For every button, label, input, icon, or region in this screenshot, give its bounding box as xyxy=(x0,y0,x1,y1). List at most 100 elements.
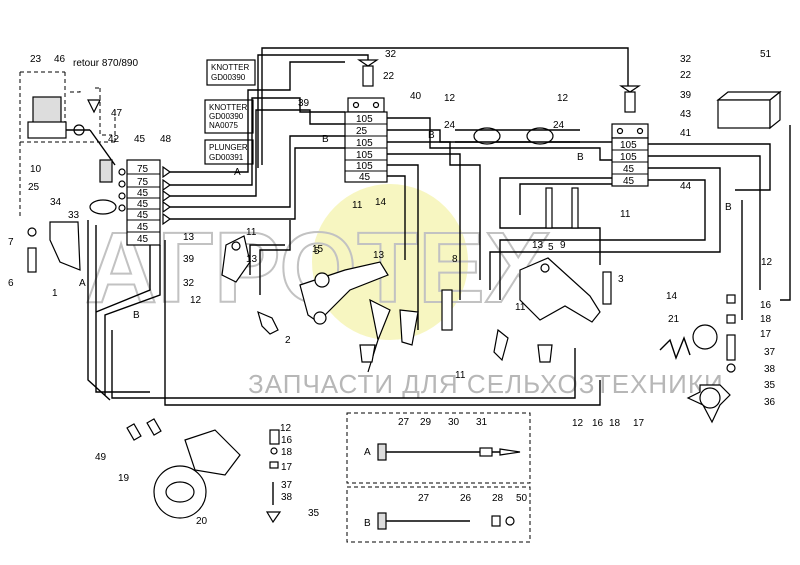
callout-50: 50 xyxy=(516,493,528,504)
knotter-arm-left xyxy=(299,261,389,323)
callout-14: 14 xyxy=(375,197,387,208)
callout-11-4: 11 xyxy=(620,209,631,220)
manifold-center-cell-2: 105 xyxy=(356,138,373,149)
callout-28: 28 xyxy=(492,493,504,504)
callout-16-3: 16 xyxy=(592,418,604,429)
callout-38-2: 38 xyxy=(764,364,776,375)
callout-14-2: 14 xyxy=(666,291,678,302)
callout-11-3: 11 xyxy=(515,302,526,313)
hose-box-a xyxy=(346,412,531,484)
tank-51 xyxy=(716,90,782,130)
bracket-1 xyxy=(49,221,81,271)
callout-18: 18 xyxy=(760,314,772,325)
callout-11: 11 xyxy=(352,200,363,211)
callout-24: 24 xyxy=(444,120,456,131)
watermark: АГРОТЕХ ЗАПЧАСТИ ДЛЯ СЕЛЬХОЗТЕХНИКИ xyxy=(84,184,724,399)
callout-12-5: 12 xyxy=(280,423,292,434)
callout-11-2: 11 xyxy=(246,227,257,238)
callout-32-2: 32 xyxy=(680,54,692,65)
manifold-center-cell-4: 105 xyxy=(356,161,373,172)
manifold-left-cell-0: 75 xyxy=(137,164,149,175)
manifold-right-cell-1: 105 xyxy=(620,152,637,163)
callout-12-6: 12 xyxy=(572,418,584,429)
callout-51: 51 xyxy=(760,49,772,60)
callout-42: 42 xyxy=(108,134,120,145)
callout-41: 41 xyxy=(680,128,692,139)
callout-34: 34 xyxy=(50,197,62,208)
letter-b-6: B xyxy=(364,518,371,529)
callout-18-2: 18 xyxy=(281,447,293,458)
box-plunger xyxy=(204,139,254,165)
left-upper-assembly xyxy=(19,71,117,218)
watermark-tagline: ЗАПЧАСТИ ДЛЯ СЕЛЬХОЗТЕХНИКИ xyxy=(248,369,724,399)
callout-25: 25 xyxy=(28,182,40,193)
manifold-right-cell-3: 45 xyxy=(623,176,635,187)
callout-19: 19 xyxy=(118,473,130,484)
text-labels: retour 870/890 A A A B B B B B B xyxy=(73,58,732,529)
callout-29: 29 xyxy=(420,417,432,428)
callout-39-2: 39 xyxy=(680,90,692,101)
manifold-left-cell-4: 45 xyxy=(137,210,149,221)
callout-27: 27 xyxy=(398,417,410,428)
callout-12-3: 12 xyxy=(190,295,202,306)
callout-12-2: 12 xyxy=(557,93,569,104)
callout-43: 43 xyxy=(680,109,692,120)
manifold-left-cell-2: 45 xyxy=(137,188,149,199)
callout-45: 45 xyxy=(134,134,146,145)
callout-35-2: 35 xyxy=(764,380,776,391)
callout-24-2: 24 xyxy=(553,120,565,131)
callout-37: 37 xyxy=(281,480,293,491)
callout-13-3: 13 xyxy=(373,250,385,261)
callout-5-2: 5 xyxy=(548,242,554,253)
manifold-center-cell-1: 25 xyxy=(356,126,368,137)
box-knotter-2-line-0: KNOTTER xyxy=(209,103,247,112)
callout-47: 47 xyxy=(111,108,123,119)
callout-23: 23 xyxy=(30,54,42,65)
letter-a-2: A xyxy=(79,278,86,289)
letter-b-3: B xyxy=(428,130,435,141)
box-plunger-line-1: GD00391 xyxy=(209,153,244,162)
callout-37-2: 37 xyxy=(764,347,776,358)
letter-a-1: A xyxy=(234,167,241,178)
callout-33: 33 xyxy=(68,210,80,221)
callout-6: 6 xyxy=(8,278,14,289)
callout-17: 17 xyxy=(760,329,772,340)
callout-17-3: 17 xyxy=(633,418,645,429)
callout-35: 35 xyxy=(308,508,320,519)
callout-17-2: 17 xyxy=(281,462,293,473)
callout-13: 13 xyxy=(183,232,195,243)
callout-40: 40 xyxy=(410,91,422,102)
callout-9: 9 xyxy=(560,240,566,251)
callout-32: 32 xyxy=(385,49,397,60)
callout-36: 36 xyxy=(764,397,776,408)
manifold-right-cell-0: 105 xyxy=(620,140,637,151)
callout-13-2: 13 xyxy=(246,254,258,265)
manifold-center-cell-0: 105 xyxy=(356,114,373,125)
callout-22-2: 22 xyxy=(680,70,692,81)
knotter-arm-right xyxy=(519,257,601,323)
manifold-right: 105 105 45 45 xyxy=(611,85,649,187)
callout-7: 7 xyxy=(8,237,14,248)
callout-13-4: 13 xyxy=(532,240,544,251)
box-knotter-1-line-1: GD00390 xyxy=(211,73,246,82)
box-knotter-2-line-1: GD00390 xyxy=(209,112,244,121)
callout-39-3: 39 xyxy=(183,254,195,265)
callout-44: 44 xyxy=(680,181,692,192)
callout-48: 48 xyxy=(160,134,172,145)
callout-16-2: 16 xyxy=(281,435,293,446)
letter-b-5: B xyxy=(725,202,732,213)
callout-39: 39 xyxy=(298,98,310,109)
manifold-center-cell-5: 45 xyxy=(359,172,371,183)
callout-22: 22 xyxy=(383,71,395,82)
callout-32-3: 32 xyxy=(183,278,195,289)
box-plunger-line-0: PLUNGER xyxy=(209,143,248,152)
callout-11-5: 11 xyxy=(455,370,466,381)
callout-8: 8 xyxy=(452,254,458,265)
callout-31: 31 xyxy=(476,417,488,428)
callout-27-2: 27 xyxy=(418,493,430,504)
hydraulic-lines xyxy=(87,47,791,406)
box-knotter-1-line-0: KNOTTER xyxy=(211,63,249,72)
letter-b-4: B xyxy=(577,152,584,163)
hose-box-b xyxy=(346,486,531,543)
